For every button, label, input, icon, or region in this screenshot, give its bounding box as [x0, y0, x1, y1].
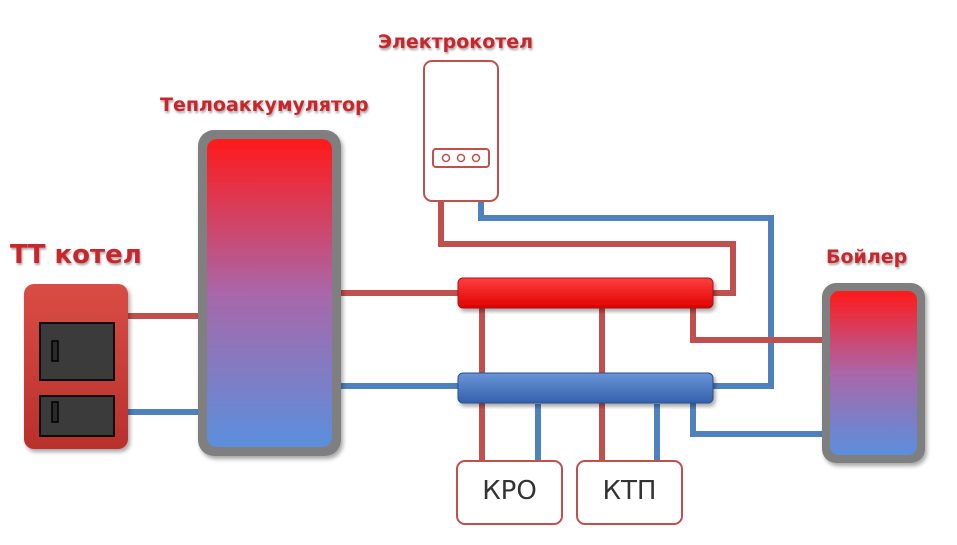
kro-label: КРО	[482, 476, 537, 506]
cold-pipe-water-heater	[690, 400, 824, 437]
heat-accumulator-label: Теплоаккумулятор	[160, 94, 369, 116]
control-knob-1	[441, 153, 451, 163]
ktp-box	[576, 460, 683, 525]
boiler-upper-door-handle	[51, 340, 59, 362]
water-heater-tank	[822, 283, 925, 463]
ktp-label: КТП	[602, 476, 657, 506]
tt-boiler-label: ТТ котел	[10, 240, 142, 270]
control-knob-2	[456, 153, 466, 163]
kro-box	[456, 460, 563, 525]
cold-pipe-electric-boiler	[478, 200, 774, 389]
hot-pipe-electric-boiler	[438, 200, 736, 296]
water-heater-label: Бойлер	[826, 246, 908, 268]
control-knob-3	[471, 153, 481, 163]
solid-fuel-boiler	[24, 284, 128, 449]
hot-pipe-water-heater	[690, 306, 824, 343]
boiler-lower-door-handle	[51, 401, 59, 423]
hot-manifold	[457, 277, 714, 309]
heat-accumulator-tank	[198, 130, 341, 456]
cold-manifold	[457, 372, 714, 404]
boiler-lower-door	[39, 395, 115, 437]
electric-boiler-label: Электрокотел	[378, 31, 534, 53]
electric-boiler-unit	[423, 60, 499, 202]
boiler-upper-door	[39, 322, 115, 381]
electric-boiler-control-panel	[432, 148, 490, 168]
